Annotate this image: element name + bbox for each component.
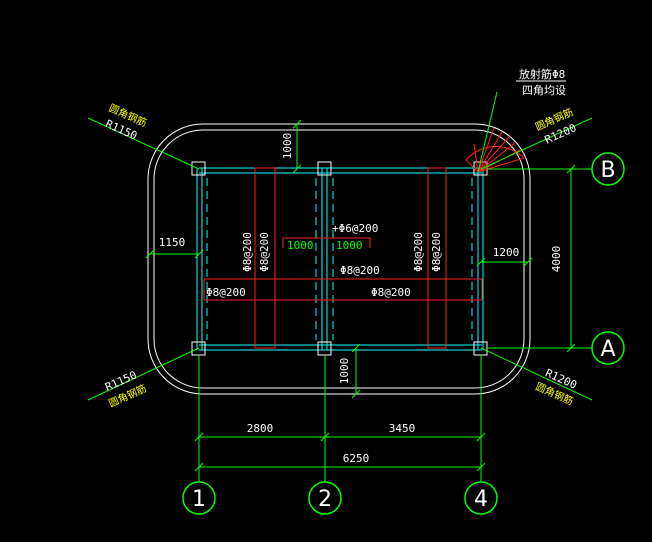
radial-note-line2: 四角均设 [522, 84, 566, 97]
axis-label-1: 1 [192, 487, 206, 512]
rebar-horizontal-left: Φ8@200 [206, 286, 246, 299]
axis-bubble-1 [182, 481, 216, 515]
slab-outline-outer [147, 123, 531, 395]
axis-bubble-B [591, 152, 625, 186]
rebar-len-a: 1000 [287, 239, 314, 252]
rebar-lines [203, 167, 483, 349]
axis-bubble-2 [308, 481, 342, 515]
rebar-vertical-3: Φ8@200 [412, 232, 425, 272]
column-4A [473, 341, 488, 356]
dim-span-2-4: 3450 [389, 422, 416, 435]
dim-bottom-offset: 1000 [338, 358, 351, 385]
radial-note-line1: 放射筋Φ8 [519, 67, 565, 81]
rebar-top-label: +Φ6@200 [332, 222, 378, 235]
axis-bubbles [182, 152, 625, 515]
axis-label-A: A [600, 337, 615, 362]
radial-bars [465, 127, 525, 173]
axis-label-4: 4 [474, 487, 488, 512]
dashed-lines [206, 178, 473, 340]
axis-bubble-4 [464, 481, 498, 515]
column-2B [317, 161, 332, 176]
rebar-vertical-2: Φ8@200 [258, 232, 271, 272]
rebar-horizontal-right: Φ8@200 [371, 286, 411, 299]
column-2A [317, 341, 332, 356]
rebar-vertical-1: Φ8@200 [241, 232, 254, 272]
axis-label-B: B [600, 158, 615, 183]
rebar-horizontal-center: Φ8@200 [340, 264, 380, 277]
dim-height: 4000 [550, 246, 563, 273]
dim-top-offset: 1000 [281, 133, 294, 160]
dim-left-offset: 1150 [159, 236, 186, 249]
dim-right-offset: 1200 [493, 246, 520, 259]
axis-bubble-A [591, 331, 625, 365]
dim-span-1-2: 2800 [247, 422, 274, 435]
slab-outline-inner [153, 129, 525, 389]
column-1B [191, 161, 206, 176]
rebar-vertical-4: Φ8@200 [430, 232, 443, 272]
dimension-lines [87, 91, 593, 482]
rebar-len-b: 1000 [336, 239, 363, 252]
axis-label-2: 2 [318, 487, 332, 512]
dim-total: 6250 [343, 452, 370, 465]
